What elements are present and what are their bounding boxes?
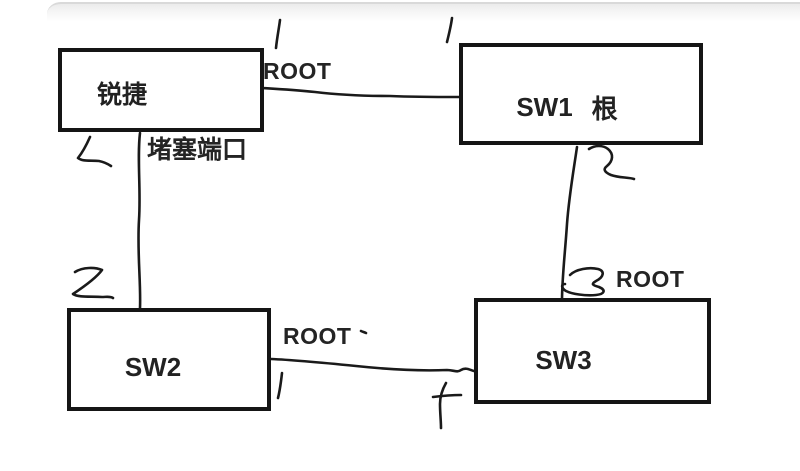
node-sw1[interactable]: SW1 根: [459, 43, 703, 145]
handwritten-number-3-above-sw3: [560, 266, 605, 297]
stray-dot-after-root-sw2: [359, 329, 368, 335]
root-port-label-sw3: ROOT: [616, 266, 685, 292]
handwritten-number-1-right-of-sw2: [276, 371, 284, 400]
handwritten-number-4-left-of-sw3: [438, 381, 448, 430]
node-sw1-root-role-label: 根: [591, 93, 618, 124]
handwritten-number-2-below-ruijie: [76, 135, 113, 168]
blocked-port-label: 堵塞端口: [147, 136, 248, 164]
handwritten-number-4-crossbar: [431, 393, 463, 399]
handwritten-number-1-above-sw1: [445, 16, 454, 44]
link-sw2-sw3: [269, 357, 476, 373]
handwritten-number-2-below-sw1: [587, 144, 636, 181]
node-sw2[interactable]: SW2: [67, 308, 271, 411]
node-ruijie[interactable]: 锐捷: [58, 48, 264, 132]
root-port-label-sw2: ROOT: [283, 323, 352, 349]
toolbar-bottom-edge: [47, 2, 800, 22]
node-sw3[interactable]: SW3: [474, 298, 711, 404]
node-sw2-label: SW2: [124, 352, 182, 382]
link-ruijie-sw2: [137, 131, 142, 310]
node-ruijie-label: 锐捷: [97, 80, 148, 109]
link-ruijie-sw1: [260, 86, 461, 99]
node-sw3-label: SW3: [535, 344, 592, 375]
handwritten-number-1-near-ruijie-root: [274, 18, 282, 50]
handwritten-number-2-above-sw2: [71, 266, 115, 300]
node-sw1-label: SW1: [516, 91, 573, 122]
link-sw1-sw3: [560, 145, 579, 303]
root-port-label-ruijie: ROOT: [263, 58, 332, 84]
